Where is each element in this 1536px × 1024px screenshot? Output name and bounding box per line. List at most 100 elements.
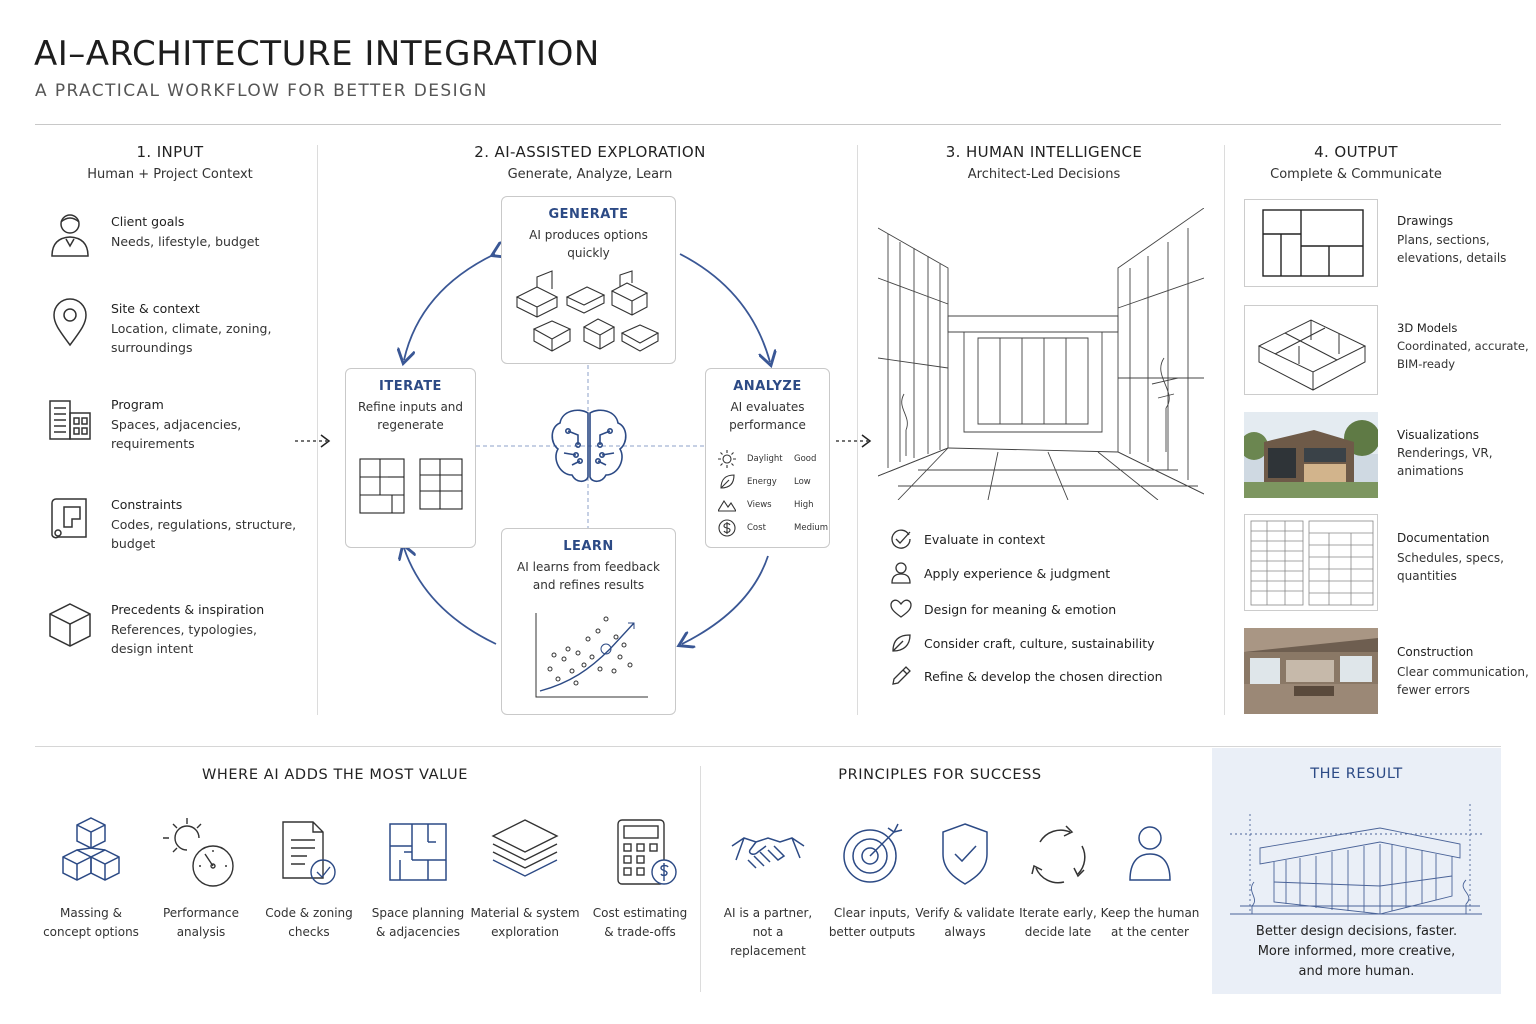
- column-title: 2. AI-ASSISTED EXPLORATION: [474, 143, 706, 161]
- value-label-line1: Massing &: [60, 906, 122, 920]
- input-desc: Location, climate, zoning, surroundings: [111, 321, 272, 355]
- value-label-line2: checks: [288, 925, 330, 939]
- result-panel: THE RESULT Better design decisions, fast…: [1212, 748, 1501, 994]
- human-item-text: Apply experience & judgment: [924, 566, 1111, 581]
- input-desc: Spaces, adjacencies, requirements: [111, 417, 242, 451]
- column-exploration-heading: 2. AI-ASSISTED EXPLORATION Generate, Ana…: [440, 143, 740, 182]
- floor-plans-sketch: [359, 458, 463, 514]
- bottom-divider: [35, 746, 1501, 747]
- value-item-materials: Material & system exploration: [470, 816, 580, 942]
- input-client-goals: Client goals Needs, lifestyle, budget: [44, 210, 304, 280]
- mountain-icon: [718, 499, 736, 512]
- human-item-experience: Apply experience & judgment: [890, 562, 1210, 588]
- metric-label: Daylight: [747, 454, 783, 464]
- principle-partner: AI is a partner,not a replacement: [713, 816, 823, 961]
- floor-plan-icon: [389, 823, 447, 881]
- column-subtitle: Generate, Analyze, Learn: [507, 167, 673, 182]
- input-desc: Codes, regulations, structure, budget: [111, 517, 297, 551]
- target-icon: [843, 823, 903, 883]
- principle-label-line2: not a replacement: [730, 925, 806, 958]
- learn-card: LEARN AI learns from feedback and refine…: [501, 528, 676, 715]
- output-desc: Coordinated, accurate, BIM-ready: [1397, 339, 1529, 371]
- dollar-icon: [718, 519, 736, 537]
- 3d-model-thumbnail: [1244, 305, 1378, 395]
- card-title: LEARN: [563, 539, 614, 554]
- document-check-icon: [282, 821, 336, 885]
- value-label-line2: concept options: [43, 925, 139, 939]
- value-item-code: Code & zoning checks: [254, 816, 364, 942]
- output-documentation: Documentation Schedules, specs, quantiti…: [1244, 514, 1534, 611]
- blueprint-scroll-icon: [44, 493, 96, 545]
- principle-verify: Verify & validate always: [910, 816, 1020, 942]
- input-title: Program: [111, 397, 164, 412]
- value-label-line1: Performance: [162, 906, 240, 920]
- value-section-heading: WHERE AI ADDS THE MOST VALUE: [201, 767, 469, 783]
- metric-value: Low: [794, 477, 811, 487]
- card-desc: AI evaluates performance: [729, 400, 806, 432]
- principles-section-heading: PRINCIPLES FOR SUCCESS: [838, 767, 1042, 783]
- value-item-cost: Cost estimating & trade-offs: [585, 816, 695, 942]
- principle-label-line1: Verify & validate: [915, 906, 1015, 920]
- principle-label-line1: Keep the human: [1100, 906, 1200, 920]
- calculator-icon: [617, 819, 677, 885]
- learning-scatter-plot: [535, 613, 648, 698]
- layers-icon: [491, 819, 559, 877]
- pencil-icon: [892, 666, 911, 685]
- house-rendering-image: [1244, 412, 1378, 498]
- principle-label-line2: always: [944, 925, 986, 939]
- value-label-line2: exploration: [491, 925, 559, 939]
- card-desc: Refine inputs and regenerate: [357, 400, 464, 432]
- output-title: Drawings: [1397, 214, 1454, 228]
- value-item-space-planning: Space planning& adjacencies: [363, 816, 473, 942]
- output-title: Visualizations: [1397, 428, 1480, 442]
- drawings-thumbnail: [1244, 199, 1378, 287]
- result-heading: THE RESULT: [1310, 766, 1403, 782]
- human-item-text: Refine & develop the chosen direction: [924, 669, 1163, 684]
- cycle-arrows-icon: [1031, 825, 1086, 884]
- column-divider: [857, 145, 858, 715]
- output-title: 3D Models: [1397, 321, 1458, 335]
- value-item-massing: Massing & concept options: [36, 816, 146, 942]
- human-item-text: Consider craft, culture, sustainability: [924, 636, 1155, 651]
- human-item-meaning: Design for meaning & emotion: [890, 598, 1210, 624]
- person-icon: [1129, 826, 1171, 881]
- value-label-line1: Code & zoning: [265, 906, 353, 920]
- schedule-sheets-drawing: [1250, 520, 1374, 606]
- output-desc: Schedules, specs, quantities: [1397, 551, 1504, 583]
- exploration-cycle-arrows: [330, 190, 850, 720]
- principle-label-line1: Iterate early,: [1019, 906, 1097, 920]
- bottom-column-divider: [700, 766, 701, 992]
- output-construction: Construction Clear communication, fewer …: [1244, 628, 1534, 718]
- column-title: 3. HUMAN INTELLIGENCE: [945, 143, 1143, 161]
- principle-label-line2: decide late: [1024, 925, 1092, 939]
- human-item-text: Evaluate in context: [924, 532, 1046, 547]
- input-precedents: Precedents & inspiration References, typ…: [44, 598, 304, 668]
- documentation-thumbnail: [1244, 514, 1378, 611]
- result-line1: Better design decisions, faster.: [1255, 924, 1458, 939]
- principle-human-center: Keep the human at the center: [1095, 816, 1205, 942]
- human-item-evaluate: Evaluate in context: [890, 528, 1210, 554]
- flow-arrow: [295, 434, 331, 448]
- output-desc: Renderings, VR, animations: [1397, 446, 1493, 478]
- value-label-line1: Material & system: [470, 906, 580, 920]
- value-label-line2: & trade-offs: [604, 925, 676, 939]
- cube-icon: [44, 598, 96, 650]
- principle-label-line2: at the center: [1111, 925, 1189, 939]
- leaf-icon: [720, 474, 735, 489]
- heart-icon: [890, 599, 912, 618]
- output-title: Construction: [1397, 645, 1474, 659]
- generate-card: GENERATE AI produces options quickly: [501, 196, 676, 364]
- human-item-text: Design for meaning & emotion: [924, 602, 1117, 617]
- column-human-heading: 3. HUMAN INTELLIGENCE Architect-Led Deci…: [894, 143, 1194, 182]
- input-program: Program Spaces, adjacencies, requirement…: [44, 393, 304, 463]
- page-subtitle: A PRACTICAL WORKFLOW FOR BETTER DESIGN: [35, 81, 488, 101]
- output-visualizations: Visualizations Renderings, VR, animation…: [1244, 412, 1534, 502]
- input-title: Client goals: [111, 214, 185, 229]
- value-label-line1: Space planning: [371, 906, 465, 920]
- flow-arrow: [836, 434, 872, 448]
- column-input-heading: 1. INPUT Human + Project Context: [35, 143, 305, 182]
- value-label-line1: Cost estimating: [592, 906, 688, 920]
- analyze-card: ANALYZE AI evaluates performance Dayligh…: [705, 368, 830, 548]
- output-3d-models: 3D Models Coordinated, accurate, BIM-rea…: [1244, 305, 1534, 395]
